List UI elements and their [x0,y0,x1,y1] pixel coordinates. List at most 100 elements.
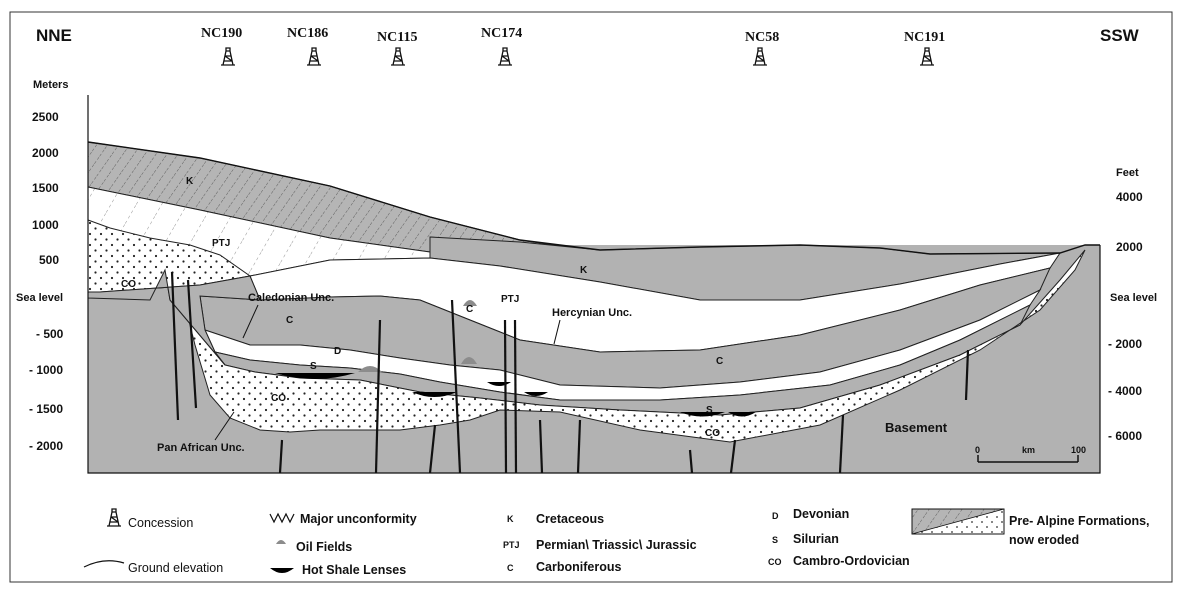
right-tick-minus-2000: - 2000 [1108,337,1142,351]
legend-major-unconformity: Major unconformity [300,512,417,526]
label-pan-african-unc: Pan African Unc. [157,442,245,454]
legend-hot-shale: Hot Shale Lenses [302,563,406,577]
derrick-icon-nc58 [753,47,767,66]
derrick-icon-nc190 [221,47,235,66]
scale-bar: 0 km 100 [975,445,1086,463]
label-ptj-mid: PTJ [501,294,519,305]
figure-frame [9,11,1173,583]
left-tick-minus-500: - 500 [36,327,64,341]
well-label-nc174: NC174 [481,26,522,41]
well-label-nc115: NC115 [377,30,417,45]
right-tick-4000: 4000 [1116,190,1143,204]
left-tick-2000: 2000 [32,146,59,160]
left-tick-1000: 1000 [32,218,59,232]
legend-code-s: S [772,535,778,545]
legend-ground-elevation: Ground elevation [128,561,223,575]
scale-unit: km [1022,445,1035,455]
label-c-left: C [286,315,293,326]
label-hercynian-unc: Hercynian Unc. [552,307,632,319]
label-basement: Basement [885,420,948,435]
oil-field-2 [461,357,477,364]
formation-labels: K PTJ CO K C D S CO C PTJ C S CO Basemen… [121,176,948,439]
label-k-top: K [186,176,194,187]
hercynian-arrow [553,319,561,345]
oil-field-3 [463,300,477,306]
left-tick-minus-1500: - 1500 [29,402,63,416]
left-tick-minus-1000: - 1000 [29,363,63,377]
label-s-right: S [706,405,713,416]
legend-devonian: Devonian [793,507,849,521]
cross-section [87,95,1101,474]
derrick-icon-nc174 [498,47,512,66]
derrick-icon [107,508,121,527]
legend-cretaceous: Cretaceous [536,512,604,526]
scale-end: 100 [1071,445,1086,455]
section-frame [87,95,1101,474]
label-co-right: CO [705,428,720,439]
right-tick-minus-4000: - 4000 [1108,384,1142,398]
direction-left: NNE [36,26,72,45]
caledonian-arrow [242,304,259,339]
left-tick-minus-2000: - 2000 [29,439,63,453]
oil-field-1 [358,366,382,372]
left-axis: Meters 2500 2000 1500 1000 500 Sea level… [16,79,68,453]
derrick-icon-nc186 [307,47,321,66]
legend-carboniferous: Carboniferous [536,560,621,574]
legend-silurian: Silurian [793,532,839,546]
legend: Concession Ground elevation Major unconf… [83,507,1150,577]
label-d-left: D [334,346,341,357]
hot-shale-6 [728,412,756,417]
ground-elevation-icon [83,560,125,568]
cambro-ordovician-layer [164,249,1086,443]
label-c-mid: C [466,304,473,315]
oil-fields-icon [276,540,286,544]
wells: NC190 NC186 NC115 NC174 NC58 NC191 [201,26,945,45]
pre-alpine-swatch [911,508,1005,535]
left-tick-1500: 1500 [32,181,59,195]
legend-pre-alpine-2: now eroded [1009,533,1079,547]
label-caledonian-unc: Caledonian Unc. [248,292,334,304]
well-label-nc186: NC186 [287,26,328,41]
concession-icon [107,508,121,527]
label-s-left: S [310,361,317,372]
label-k-mid: K [580,265,588,276]
legend-oil-fields: Oil Fields [296,540,352,554]
legend-code-ptj: PTJ [503,540,520,550]
well-label-nc190: NC190 [201,26,242,41]
legend-code-co: CO [768,557,782,567]
left-tick-2500: 2500 [32,110,59,124]
legend-code-c: C [507,563,514,573]
left-axis-unit: Meters [33,79,68,91]
left-tick-sea-level: Sea level [16,292,63,304]
legend-ptj: Permian\ Triassic\ Jurassic [536,538,697,552]
legend-code-d: D [772,511,779,521]
hot-shale-5 [680,412,725,417]
left-fault-block [87,268,261,366]
label-c-right: C [716,356,723,367]
legend-cambro: Cambro-Ordovician [793,554,910,568]
left-tick-500: 500 [39,253,59,267]
well-label-nc191: NC191 [904,30,945,45]
derrick-icon-nc115 [391,47,405,66]
legend-code-k: K [507,514,514,524]
right-tick-2000: 2000 [1116,240,1143,254]
derrick-icons [221,47,934,66]
derrick-icon-nc191 [920,47,934,66]
pan-african-arrow [214,411,235,441]
hot-shale-1 [275,373,355,379]
label-co-mid: CO [271,393,286,404]
scale-start: 0 [975,445,980,455]
well-label-nc58: NC58 [745,30,779,45]
right-tick-sea-level: Sea level [1110,292,1157,304]
direction-right: SSW [1100,26,1140,45]
right-axis-unit: Feet [1116,167,1139,179]
label-co-left: CO [121,279,136,290]
unconformity-labels: Caledonian Unc. Hercynian Unc. Pan Afric… [157,292,632,454]
hot-shale-4 [524,392,548,396]
faults [170,271,970,474]
major-unconformity-icon [269,512,295,524]
ground-elevation-line [87,141,1100,255]
hot-shale-icon [270,568,294,573]
right-axis: Feet 4000 2000 Sea level - 2000 - 4000 -… [1108,167,1157,443]
